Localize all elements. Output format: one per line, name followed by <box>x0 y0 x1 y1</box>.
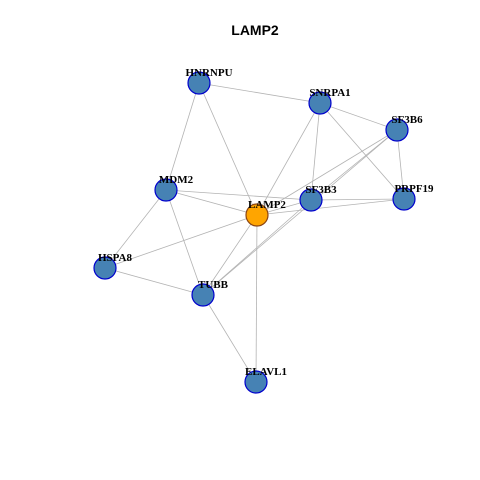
node-label-lamp2: LAMP2 <box>248 199 286 211</box>
node-layer <box>93 71 416 394</box>
node-label-sf3b6: SF3B6 <box>391 114 423 126</box>
edge-hnrnpu-lamp2 <box>198 82 258 216</box>
node-sf3b6[interactable] <box>385 118 409 142</box>
edge-sf3b3-tubb <box>202 199 312 296</box>
node-sf3b3[interactable] <box>299 188 323 212</box>
edge-lamp2-hspa8 <box>104 214 258 269</box>
edge-lamp2-prpf19 <box>256 198 405 216</box>
edge-mdm2-lamp2 <box>165 189 258 216</box>
edge-snrpa1-lamp2 <box>256 102 321 216</box>
edge-snrpa1-sf3b3 <box>310 102 321 201</box>
edge-mdm2-hspa8 <box>104 189 167 269</box>
node-label-elavl1: ELAVL1 <box>245 366 287 378</box>
edge-sf3b6-lamp2 <box>256 129 398 216</box>
node-lamp2[interactable] <box>245 203 269 227</box>
edge-hnrnpu-snrpa1 <box>198 82 321 104</box>
edge-mdm2-tubb <box>165 189 204 296</box>
node-mdm2[interactable] <box>154 178 178 202</box>
edge-mdm2-sf3b3 <box>165 189 312 201</box>
edge-tubb-elavl1 <box>202 294 257 383</box>
diagram-title: LAMP2 <box>231 22 279 38</box>
node-label-snrpa1: SNRPA1 <box>309 87 350 99</box>
edge-layer <box>104 82 405 383</box>
edge-sf3b6-tubb <box>202 129 398 296</box>
node-label-tubb: TUBB <box>198 279 229 291</box>
edge-hnrnpu-mdm2 <box>165 82 200 191</box>
node-label-sf3b3: SF3B3 <box>305 184 337 196</box>
node-tubb[interactable] <box>191 283 215 307</box>
node-label-prpf19: PRPF19 <box>394 183 434 195</box>
edge-hspa8-tubb <box>104 267 204 296</box>
node-snrpa1[interactable] <box>308 91 332 115</box>
edge-snrpa1-sf3b6 <box>319 102 398 131</box>
node-hspa8[interactable] <box>93 256 117 280</box>
node-label-hnrnpu: HNRNPU <box>185 67 232 79</box>
edge-sf3b3-prpf19 <box>310 198 405 201</box>
node-hnrnpu[interactable] <box>187 71 211 95</box>
edge-lamp2-elavl1 <box>255 214 258 383</box>
node-elavl1[interactable] <box>244 370 268 394</box>
node-label-mdm2: MDM2 <box>159 174 194 186</box>
node-label-hspa8: HSPA8 <box>98 252 133 264</box>
node-prpf19[interactable] <box>392 187 416 211</box>
edge-lamp2-tubb <box>202 214 258 296</box>
